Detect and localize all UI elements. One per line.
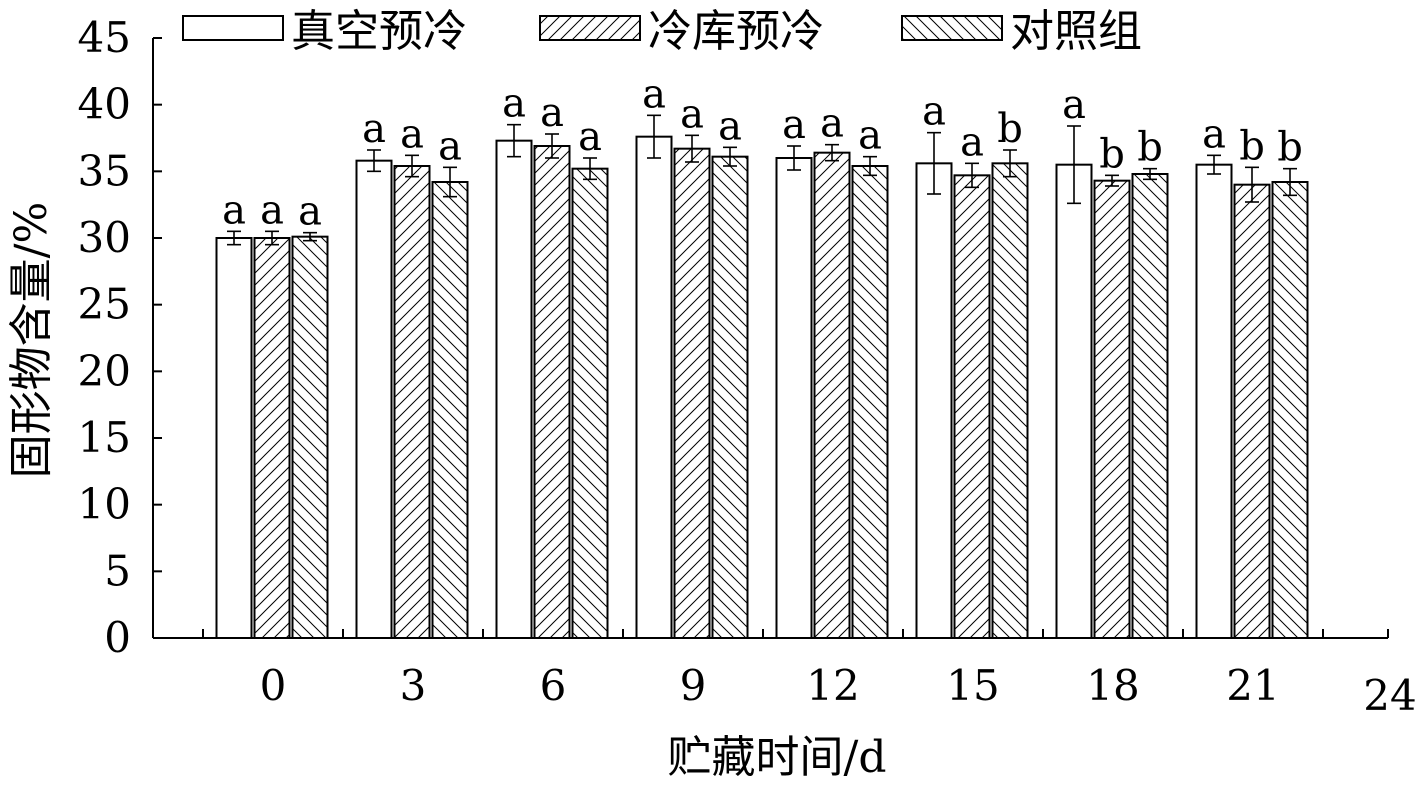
legend-swatch	[901, 15, 1003, 41]
bar	[1233, 183, 1271, 640]
significance-label: b	[1099, 131, 1125, 177]
y-tick-label: 15	[78, 413, 131, 462]
bar	[253, 237, 291, 639]
significance-label: a	[362, 106, 386, 152]
x-tick-label: 6	[540, 661, 567, 710]
x-tick-label: 3	[400, 661, 427, 710]
bar	[1055, 163, 1093, 640]
x-tick-label: 15	[946, 661, 999, 710]
y-tick-label: 30	[78, 213, 131, 262]
y-axis-title: 固形物含量/%	[6, 202, 57, 479]
significance-label: a	[922, 89, 946, 135]
significance-label: a	[540, 90, 564, 136]
bar	[673, 147, 711, 640]
x-tick-label-extra: 24	[1363, 671, 1416, 720]
legend-swatch	[182, 15, 284, 41]
significance-label: b	[1137, 125, 1163, 171]
significance-label: a	[1202, 111, 1226, 157]
significance-label: a	[858, 113, 882, 159]
significance-label: b	[1277, 125, 1303, 171]
bar	[215, 237, 253, 639]
y-tick-label: 10	[78, 480, 131, 529]
y-tick-label: 45	[78, 13, 131, 62]
bar	[915, 162, 953, 639]
bar	[711, 155, 749, 640]
significance-label: a	[222, 187, 246, 233]
legend-label: 对照组	[1010, 6, 1142, 57]
bar	[813, 151, 851, 640]
bar	[1093, 179, 1131, 640]
y-tick-label: 20	[78, 346, 131, 395]
bar	[851, 165, 889, 639]
legend: 真空预冷 冷库预冷 对照组	[182, 6, 1142, 57]
significance-label: a	[438, 123, 462, 169]
y-tick-label: 25	[78, 280, 131, 329]
x-tick-label: 9	[680, 661, 707, 710]
bar	[991, 162, 1029, 639]
axes: 0 5 10 15 20 25 30 35 40 45 0 3 6 9 12 15 18 21 24	[78, 13, 1417, 720]
bar	[355, 159, 393, 640]
significance-label: b	[997, 106, 1023, 152]
bar	[431, 181, 469, 639]
legend-label: 真空预冷	[291, 6, 467, 57]
significance-label: b	[1239, 123, 1265, 169]
significance-label: a	[718, 103, 742, 149]
x-tick-label: 12	[806, 661, 859, 710]
bar	[953, 174, 991, 639]
bar	[495, 139, 533, 640]
legend-label: 冷库预冷	[648, 6, 824, 57]
bar	[1131, 173, 1169, 639]
x-tick-label: 0	[260, 661, 287, 710]
y-tick-label: 40	[78, 80, 131, 129]
x-tick-label: 18	[1086, 661, 1139, 710]
significance-label: a	[1062, 82, 1086, 128]
significance-label: a	[400, 111, 424, 157]
y-tick-label: 5	[104, 546, 131, 595]
significance-label: a	[260, 187, 284, 233]
legend-swatch	[539, 15, 641, 41]
y-tick-label: 35	[78, 146, 131, 195]
significance-label: a	[298, 189, 322, 235]
significance-label: a	[820, 101, 844, 147]
bar	[393, 165, 431, 639]
significance-label: a	[642, 71, 666, 117]
bar	[635, 135, 673, 640]
bar	[291, 235, 329, 640]
significance-label: a	[680, 91, 704, 137]
bar	[571, 167, 609, 640]
bar	[533, 145, 571, 639]
significance-label: a	[502, 81, 526, 127]
x-tick-label: 21	[1226, 661, 1279, 710]
x-axis-title: 贮藏时间/d	[668, 732, 887, 783]
bar	[1271, 181, 1309, 639]
significance-label: a	[578, 114, 602, 160]
bar	[775, 157, 813, 639]
significance-label: a	[782, 102, 806, 148]
significance-label: a	[960, 119, 984, 165]
y-tick-label: 0	[104, 613, 131, 662]
bar	[1195, 163, 1233, 640]
